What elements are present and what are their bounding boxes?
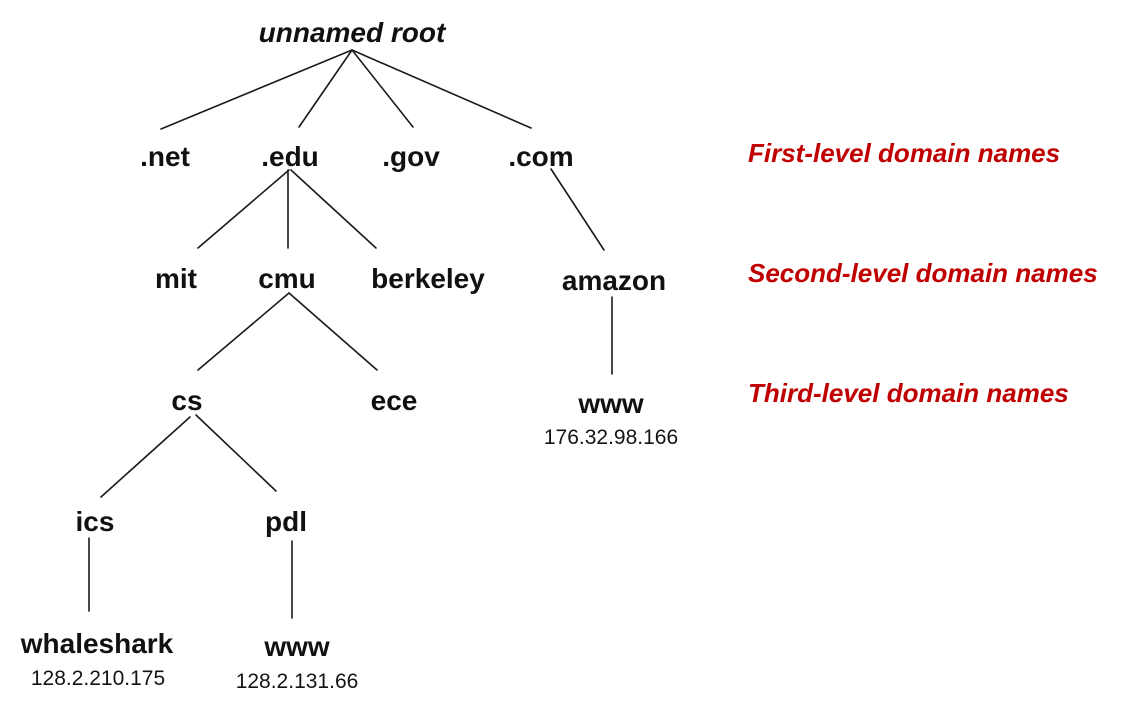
tree-edge-root-com — [351, 49, 532, 129]
tree-edge-edu-mit — [197, 169, 290, 249]
tree-node-www-amazon-ip: 176.32.98.166 — [544, 426, 678, 449]
tree-node-mit: mit — [155, 263, 197, 294]
tree-node-com: .com — [508, 141, 573, 172]
tree-edge-cmu-cs — [197, 292, 290, 371]
tree-node-gov: .gov — [382, 141, 440, 172]
second-level-domain-names-label: Second-level domain names — [748, 258, 1098, 288]
tree-node-ece: ece — [371, 385, 418, 416]
third-level-domain-names-label: Third-level domain names — [748, 378, 1069, 408]
tree-edge-edu-berkeley — [290, 169, 377, 249]
tree-node-root: unnamed root — [259, 17, 447, 48]
tree-edge-root-edu — [298, 49, 353, 128]
tree-nodes-layer: unnamed root .net .edu .gov .com mit cmu berkel… — [20, 17, 678, 693]
tree-node-amazon: amazon — [562, 265, 666, 296]
tree-node-net: .net — [140, 141, 190, 172]
tree-node-edu: .edu — [261, 141, 319, 172]
tree-node-whaleshark: whaleshark — [20, 628, 174, 659]
tree-node-whaleshark-ip: 128.2.210.175 — [31, 667, 165, 690]
first-level-domain-names-label: First-level domain names — [748, 138, 1061, 168]
tree-edge-cmu-ece — [288, 292, 378, 371]
tree-node-berkeley: berkeley — [371, 263, 485, 294]
tree-edges-layer — [88, 49, 613, 619]
tree-node-www-amazon: www — [577, 388, 644, 419]
tree-node-www-pdl: www — [263, 631, 330, 662]
tree-node-cs: cs — [171, 385, 202, 416]
tree-edge-root-net — [160, 49, 353, 130]
tree-node-www-pdl-ip: 128.2.131.66 — [236, 670, 359, 693]
tree-edge-root-gov — [351, 49, 414, 128]
tree-edge-com-amazon — [550, 168, 605, 251]
tree-node-cmu: cmu — [258, 263, 316, 294]
tree-edge-cs-ics — [100, 416, 191, 498]
tree-edge-cs-pdl — [195, 414, 277, 492]
tree-node-ics: ics — [76, 506, 115, 537]
tree-node-pdl: pdl — [265, 506, 307, 537]
